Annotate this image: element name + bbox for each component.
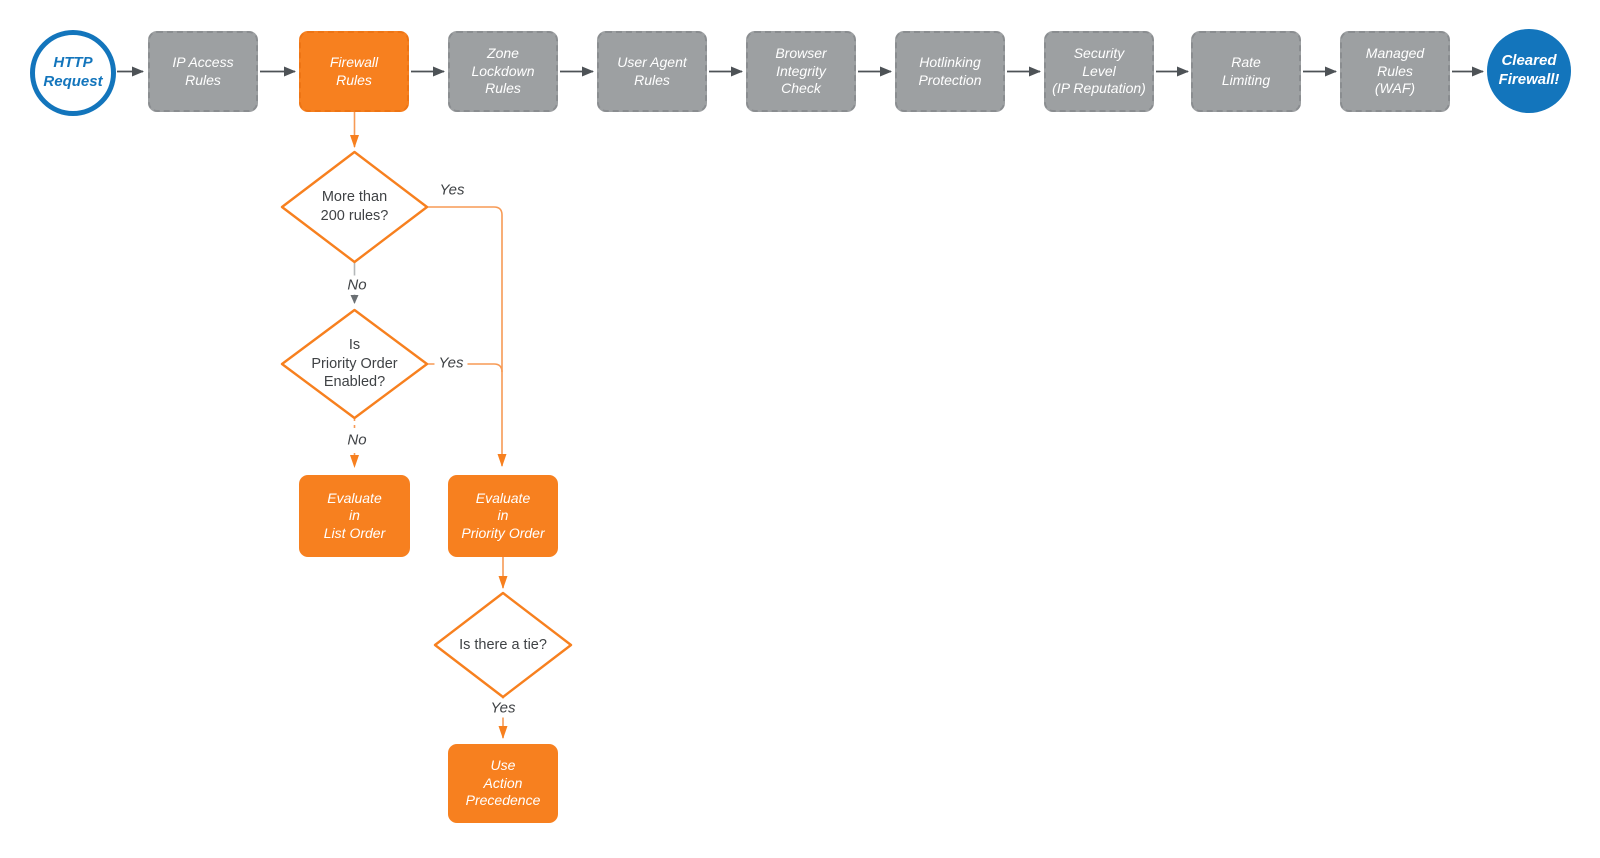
node-ip-access-rules-label: IP Access Rules: [172, 54, 234, 88]
decision-diamonds: [280, 150, 573, 699]
action-evaluate-in-priority-order-label: Evaluate in Priority Order: [461, 489, 545, 541]
node-rate-limiting-label: Rate Limiting: [1221, 54, 1271, 88]
node-ip-access-rules: IP Access Rules: [148, 31, 258, 112]
node-firewall-rules-label: Firewall Rules: [329, 54, 379, 88]
node-browser-integrity-check-label: Browser Integrity Check: [775, 45, 827, 97]
action-evaluate-in-priority-order: Evaluate in Priority Order: [448, 475, 558, 557]
node-http-request-label: HTTP Request: [43, 54, 103, 90]
node-hotlinking-protection-label: Hotlinking Protection: [918, 54, 982, 88]
decision2-diamond-shape: [280, 308, 429, 420]
node-hotlinking-protection: Hotlinking Protection: [895, 31, 1005, 112]
edge-decision2-yes: [427, 363, 503, 373]
node-firewall-rules: Firewall Rules: [299, 31, 409, 112]
node-security-level-label: Security Level (IP Reputation): [1052, 45, 1146, 97]
node-cleared-firewall: Cleared Firewall!: [1487, 29, 1571, 113]
edge-label-decision2-yes: Yes: [434, 353, 468, 373]
node-http-request: HTTP Request: [30, 30, 116, 116]
node-security-level: Security Level (IP Reputation): [1044, 31, 1154, 112]
action-use-action-precedence-label: Use Action Precedence: [465, 757, 541, 809]
node-zone-lockdown-rules-label: Zone Lockdown Rules: [471, 45, 535, 97]
decision3-is-there-a-tie: Is there a tie?: [459, 636, 547, 653]
action-evaluate-in-list-order-label: Evaluate in List Order: [323, 489, 386, 541]
node-zone-lockdown-rules: Zone Lockdown Rules: [448, 31, 558, 112]
edge-label-decision2-no: No: [343, 430, 371, 450]
edge-label-decision1-yes: Yes: [439, 181, 465, 199]
decision1-diamond-shape: [280, 150, 429, 264]
node-managed-rules-waf: Managed Rules (WAF): [1340, 31, 1450, 112]
node-cleared-firewall-label: Cleared Firewall!: [1498, 52, 1560, 88]
node-managed-rules-waf-label: Managed Rules (WAF): [1365, 45, 1425, 97]
node-rate-limiting: Rate Limiting: [1191, 31, 1301, 112]
decision2-priority-order-enabled: Is Priority Order Enabled?: [311, 336, 398, 391]
branch-connectors: [350, 112, 508, 739]
decision3-diamond-shape: [433, 591, 573, 699]
action-use-action-precedence: Use Action Precedence: [448, 744, 558, 823]
edge-label-decision1-no: No: [343, 275, 371, 295]
node-user-agent-rules-label: User Agent Rules: [617, 54, 687, 88]
decision1-more-than-200-rules: More than 200 rules?: [320, 189, 389, 224]
node-user-agent-rules: User Agent Rules: [597, 31, 707, 112]
edge-decision1-yes: [427, 206, 507, 467]
node-browser-integrity-check: Browser Integrity Check: [746, 31, 856, 112]
action-evaluate-in-list-order: Evaluate in List Order: [299, 475, 410, 557]
edge-label-decision3-yes: Yes: [486, 698, 520, 718]
